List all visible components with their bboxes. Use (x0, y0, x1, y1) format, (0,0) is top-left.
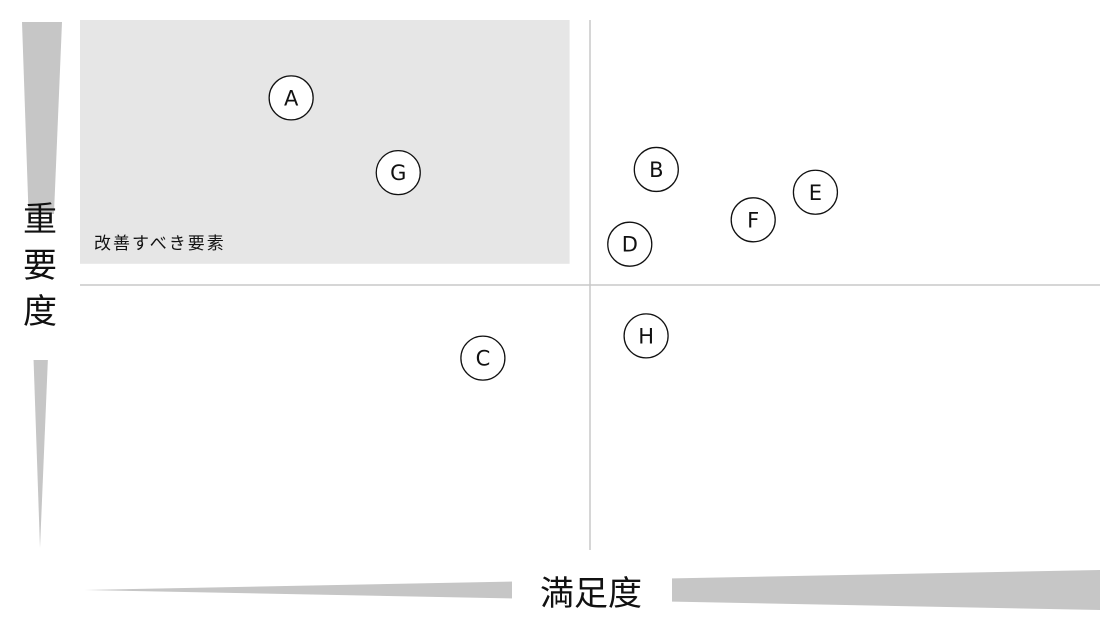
data-point-label: G (390, 161, 406, 185)
improvement-region: 改善すべき要素 (80, 20, 570, 264)
x-axis-title-backdrop (512, 564, 672, 616)
improvement-region-background (80, 20, 570, 264)
data-point-e: E (792, 169, 839, 215)
y-axis-title-char: 度 (23, 292, 57, 332)
data-point-b: B (633, 146, 679, 193)
data-point-marker (730, 197, 776, 243)
data-point-marker (623, 313, 669, 359)
data-point-marker (633, 146, 679, 193)
y-axis-title-backdrop (14, 214, 66, 360)
data-point-marker (375, 149, 421, 196)
data-point-d: D (607, 221, 653, 267)
data-point-c: C (460, 335, 506, 381)
data-point-label: B (649, 158, 663, 182)
improvement-region-label: 改善すべき要素 (94, 234, 226, 254)
data-point-marker (607, 221, 653, 267)
data-point-label: D (622, 233, 638, 257)
data-point-a: A (268, 75, 314, 121)
data-point-marker (460, 335, 506, 381)
data-points: A B C D E F G H (268, 75, 839, 381)
data-point-g: G (375, 149, 421, 196)
y-axis-title-char: 重 (23, 200, 57, 240)
x-axis-title: 満足度 (540, 574, 642, 614)
data-point-marker (268, 75, 314, 121)
data-point-f: F (730, 197, 776, 243)
y-axis-title-char: 要 (23, 246, 57, 286)
data-point-label: H (638, 324, 654, 348)
data-point-marker (792, 169, 839, 215)
data-point-label: C (476, 347, 491, 371)
data-point-label: E (809, 181, 822, 205)
data-point-h: H (623, 313, 669, 359)
y-axis-title: 重要度 (23, 200, 57, 332)
data-point-label: F (747, 208, 759, 232)
data-point-label: A (284, 86, 299, 110)
